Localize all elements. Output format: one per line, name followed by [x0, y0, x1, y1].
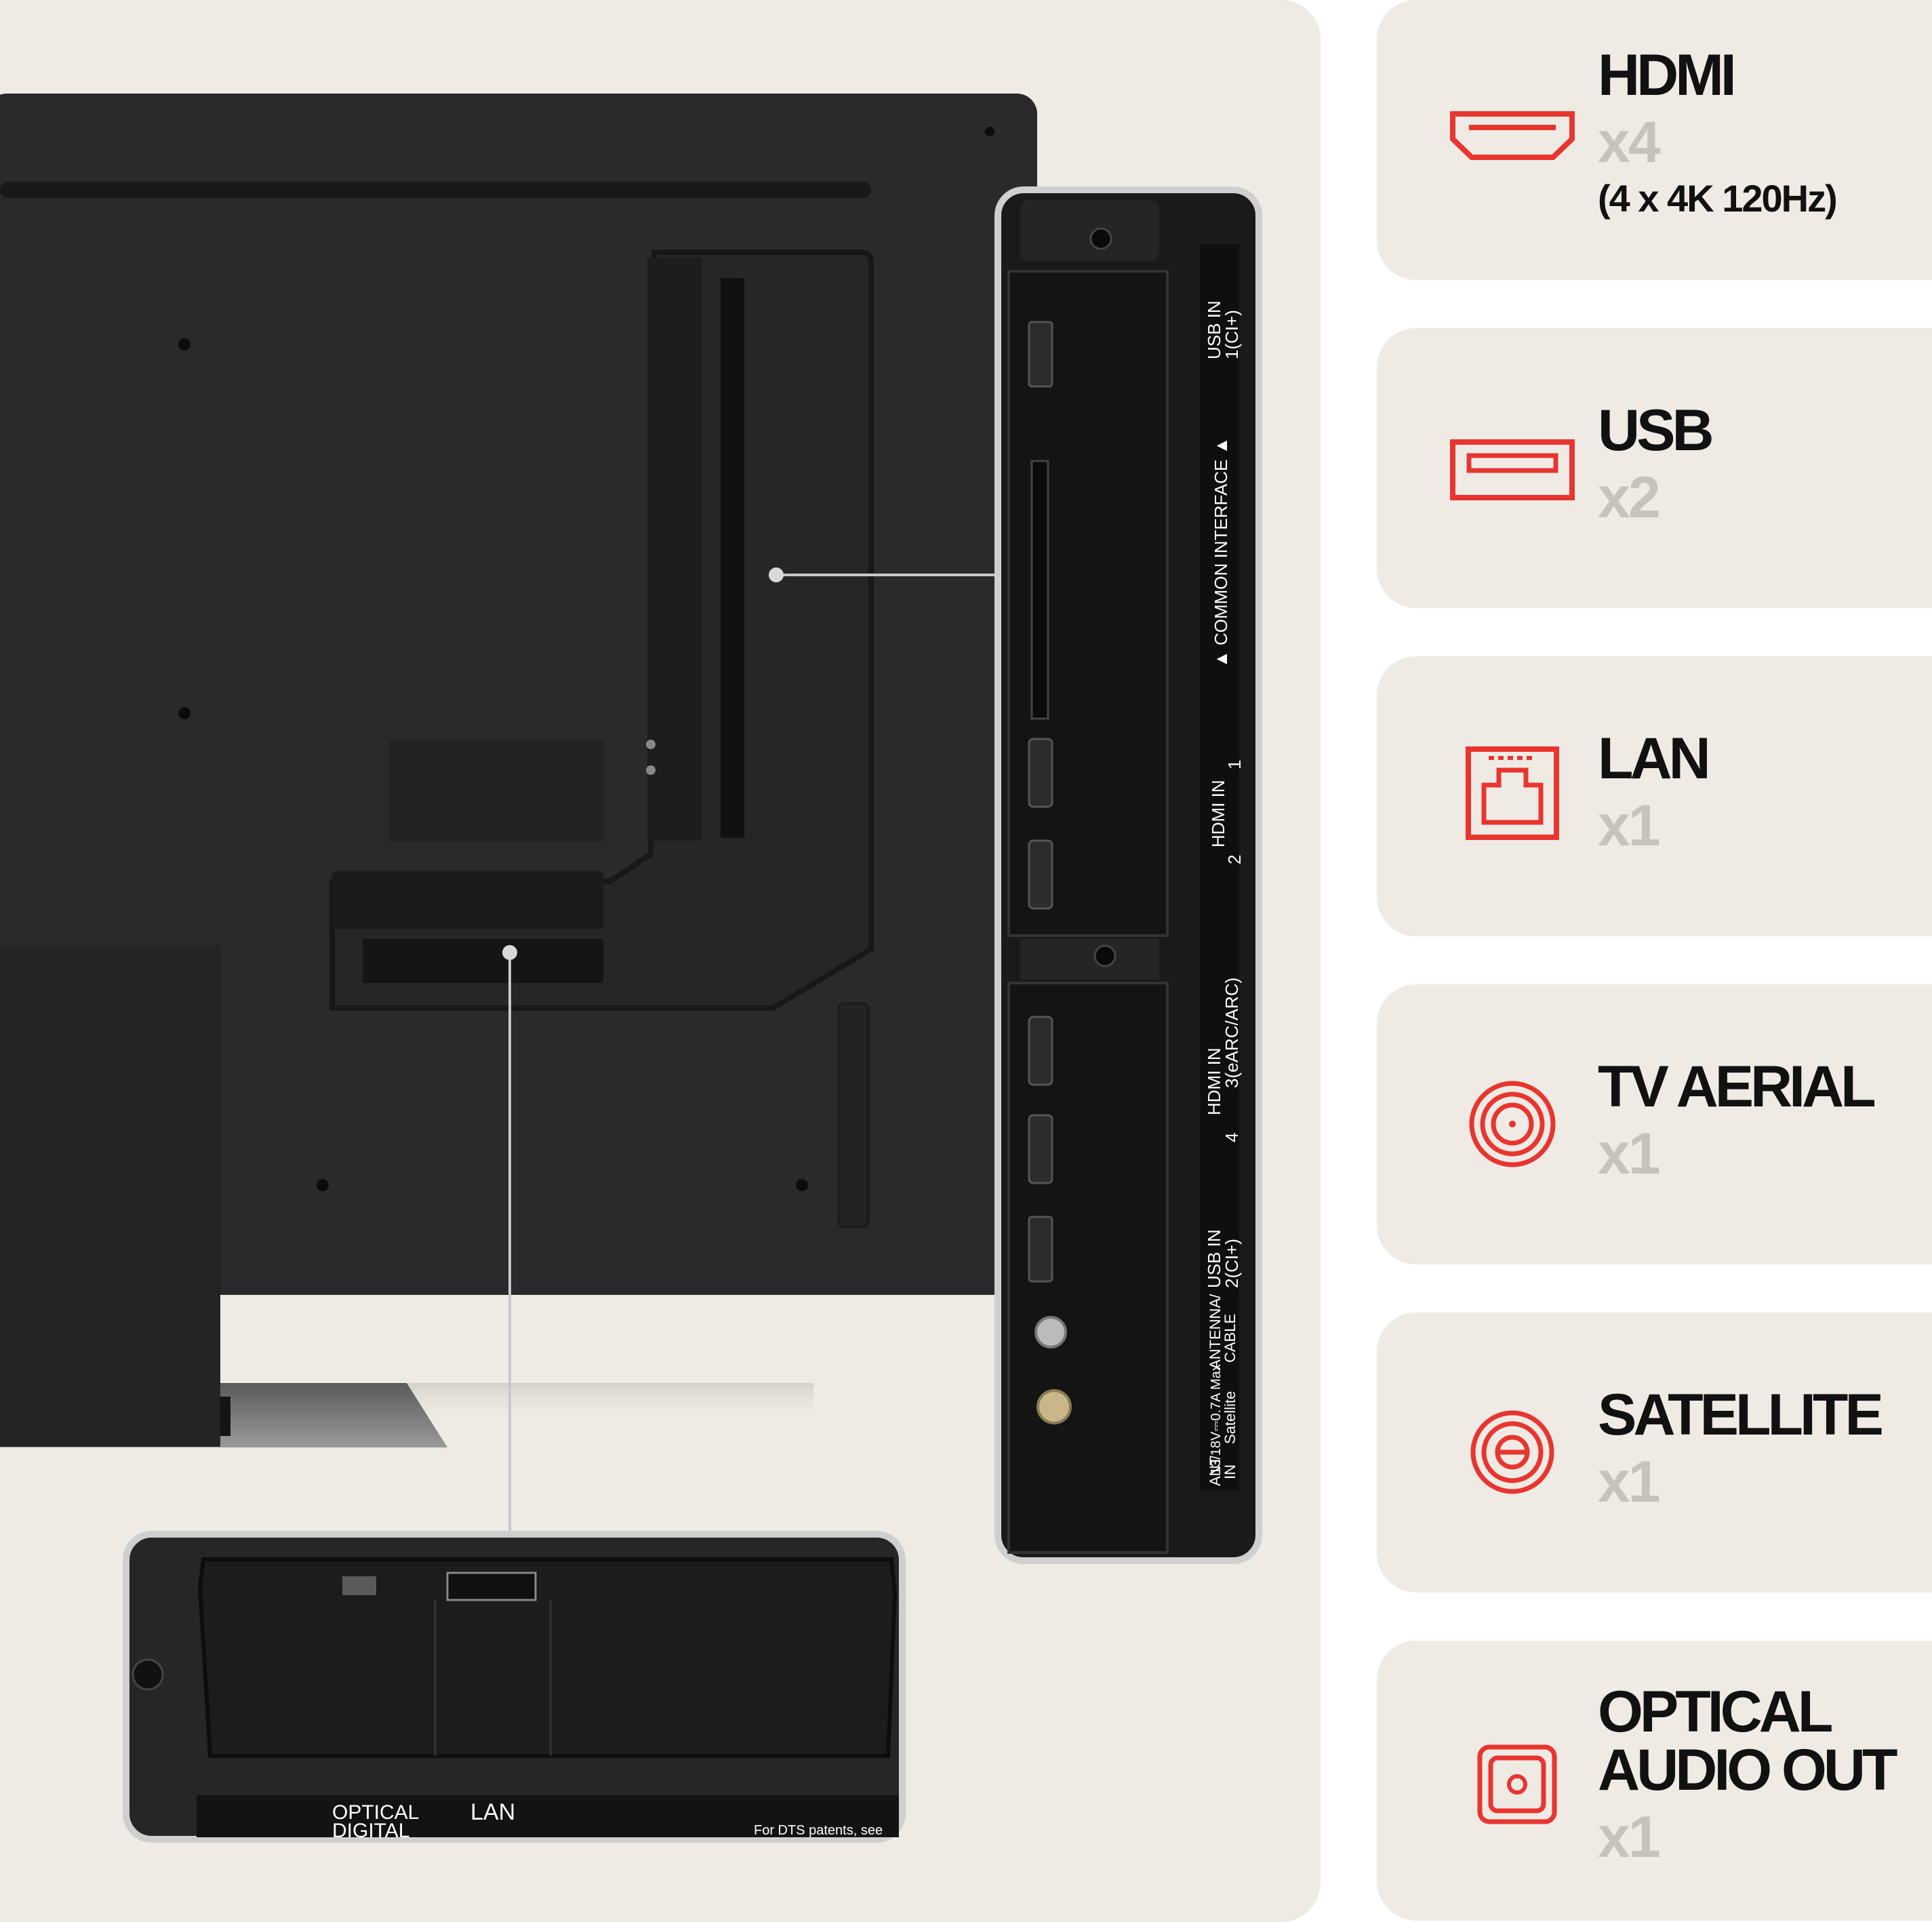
- callout-dot-side: [769, 567, 784, 582]
- antenna-port: [1034, 1316, 1067, 1348]
- feature-card-lan: LAN x1: [1377, 656, 1932, 936]
- feature-count: x1: [1598, 793, 1661, 858]
- feature-note: (4 x 4K 120Hz): [1598, 177, 1838, 220]
- feature-card-optical: OPTICAL AUDIO OUT x1: [1377, 1641, 1932, 1921]
- feature-count: x1: [1598, 1805, 1661, 1870]
- screw: [317, 1179, 329, 1191]
- mount-hole: [178, 707, 190, 719]
- feature-title: HDMI: [1598, 43, 1737, 108]
- satellite-port: [1037, 1389, 1072, 1424]
- digital-label: DIGITAL: [332, 1820, 409, 1842]
- antenna-label: ANTENNA/: [1207, 1294, 1224, 1369]
- feature-count: x1: [1598, 1449, 1661, 1515]
- lan-port: [446, 1571, 537, 1601]
- dts-label: For DTS patents, see: [754, 1823, 883, 1838]
- feature-card-tv-aerial: TV AERIAL x1: [1377, 984, 1932, 1264]
- feature-card-satellite: SATELLITE x1: [1377, 1313, 1932, 1593]
- hdmi-in-top-label: HDMI IN: [1208, 780, 1228, 847]
- hdmi-port-4: [1028, 1114, 1053, 1184]
- label-area: [389, 739, 603, 842]
- satellite-connector: [646, 765, 656, 775]
- feature-title: USB: [1598, 398, 1714, 463]
- usb-in-2-sub: 2(CI+): [1222, 1239, 1242, 1288]
- antenna-connector: [646, 740, 656, 749]
- ant-in-label-1: ANT: [1207, 1456, 1224, 1486]
- cable-label: CABLE: [1222, 1314, 1239, 1363]
- optical-audio-icon: [1477, 1744, 1557, 1824]
- hdmi-3-label: 3(eARC/ARC): [1222, 978, 1242, 1088]
- ant-in-label-2: IN: [1222, 1464, 1239, 1479]
- usb-icon: [1450, 439, 1575, 500]
- lan-label: LAN: [470, 1799, 515, 1825]
- satellite-icon: [1470, 1410, 1554, 1494]
- screw: [796, 1179, 808, 1191]
- feature-count: x1: [1598, 1121, 1661, 1186]
- tv-rear-illustration: USB IN 1(CI+) ▲ COMMON INTERFACE ▲ HDMI …: [0, 94, 1262, 1843]
- hdmi-port-1: [1028, 738, 1053, 808]
- feature-count: x2: [1598, 465, 1661, 530]
- side-ports-zoom: USB IN 1(CI+) ▲ COMMON INTERFACE ▲ HDMI …: [994, 186, 1262, 1564]
- feature-title: TV AERIAL: [1598, 1054, 1876, 1119]
- satellite-label: Satellite: [1222, 1391, 1239, 1444]
- callout-dot-bottom: [502, 945, 517, 960]
- optical-label: OPTICAL: [332, 1801, 419, 1824]
- side-grip: [837, 1002, 870, 1228]
- feature-title: OPTICAL: [1598, 1679, 1833, 1744]
- hdmi-in-bottom-label: HDMI IN: [1204, 1047, 1224, 1115]
- feature-card-usb: USB x2: [1377, 328, 1932, 608]
- tv-vent-slot: [0, 182, 871, 198]
- usb-port-2: [1028, 1216, 1053, 1283]
- feature-card-hdmi: HDMI x4 (4 x 4K 120Hz): [1377, 0, 1932, 280]
- hdmi-1-label: 1: [1224, 760, 1245, 769]
- side-port-cover: [647, 258, 702, 841]
- feature-title: LAN: [1598, 726, 1711, 791]
- hdmi-4-label: 4: [1222, 1133, 1242, 1142]
- satellite-spec-label: 13/18V⎓0.7A Max: [1209, 1364, 1224, 1475]
- bottom-port-label: [363, 939, 603, 983]
- mount-hole: [178, 338, 190, 351]
- optical-port: [342, 1576, 376, 1595]
- usb-in-1-label: USB IN: [1204, 300, 1224, 359]
- hdmi-port-3: [1028, 1016, 1053, 1086]
- side-port-label: [721, 278, 744, 838]
- feature-title-line2: AUDIO OUT: [1598, 1738, 1898, 1803]
- lan-icon: [1466, 746, 1559, 840]
- bottom-port-cover: [332, 871, 603, 929]
- bottom-ports-zoom: OPTICAL DIGITAL LAN For DTS patents, see: [123, 1531, 906, 1843]
- usb-in-2-label: USB IN: [1204, 1229, 1224, 1288]
- tv-aerial-icon: [1469, 1081, 1556, 1167]
- hdmi-2-label: 2: [1224, 855, 1245, 864]
- stand-neck: [0, 945, 220, 1447]
- screw: [985, 127, 994, 136]
- feature-title: SATELLITE: [1598, 1382, 1884, 1447]
- hdmi-icon: [1450, 111, 1575, 160]
- usb-in-1-sub: 1(CI+): [1222, 310, 1242, 359]
- usb-port-1: [1028, 321, 1053, 388]
- ci-label: ▲ COMMON INTERFACE ▲: [1211, 437, 1231, 668]
- ci-slot: [1030, 460, 1049, 720]
- hdmi-port-2: [1028, 839, 1053, 910]
- tv-rear-photo: USB IN 1(CI+) ▲ COMMON INTERFACE ▲ HDMI …: [0, 0, 1321, 1922]
- feature-count: x4: [1598, 110, 1661, 175]
